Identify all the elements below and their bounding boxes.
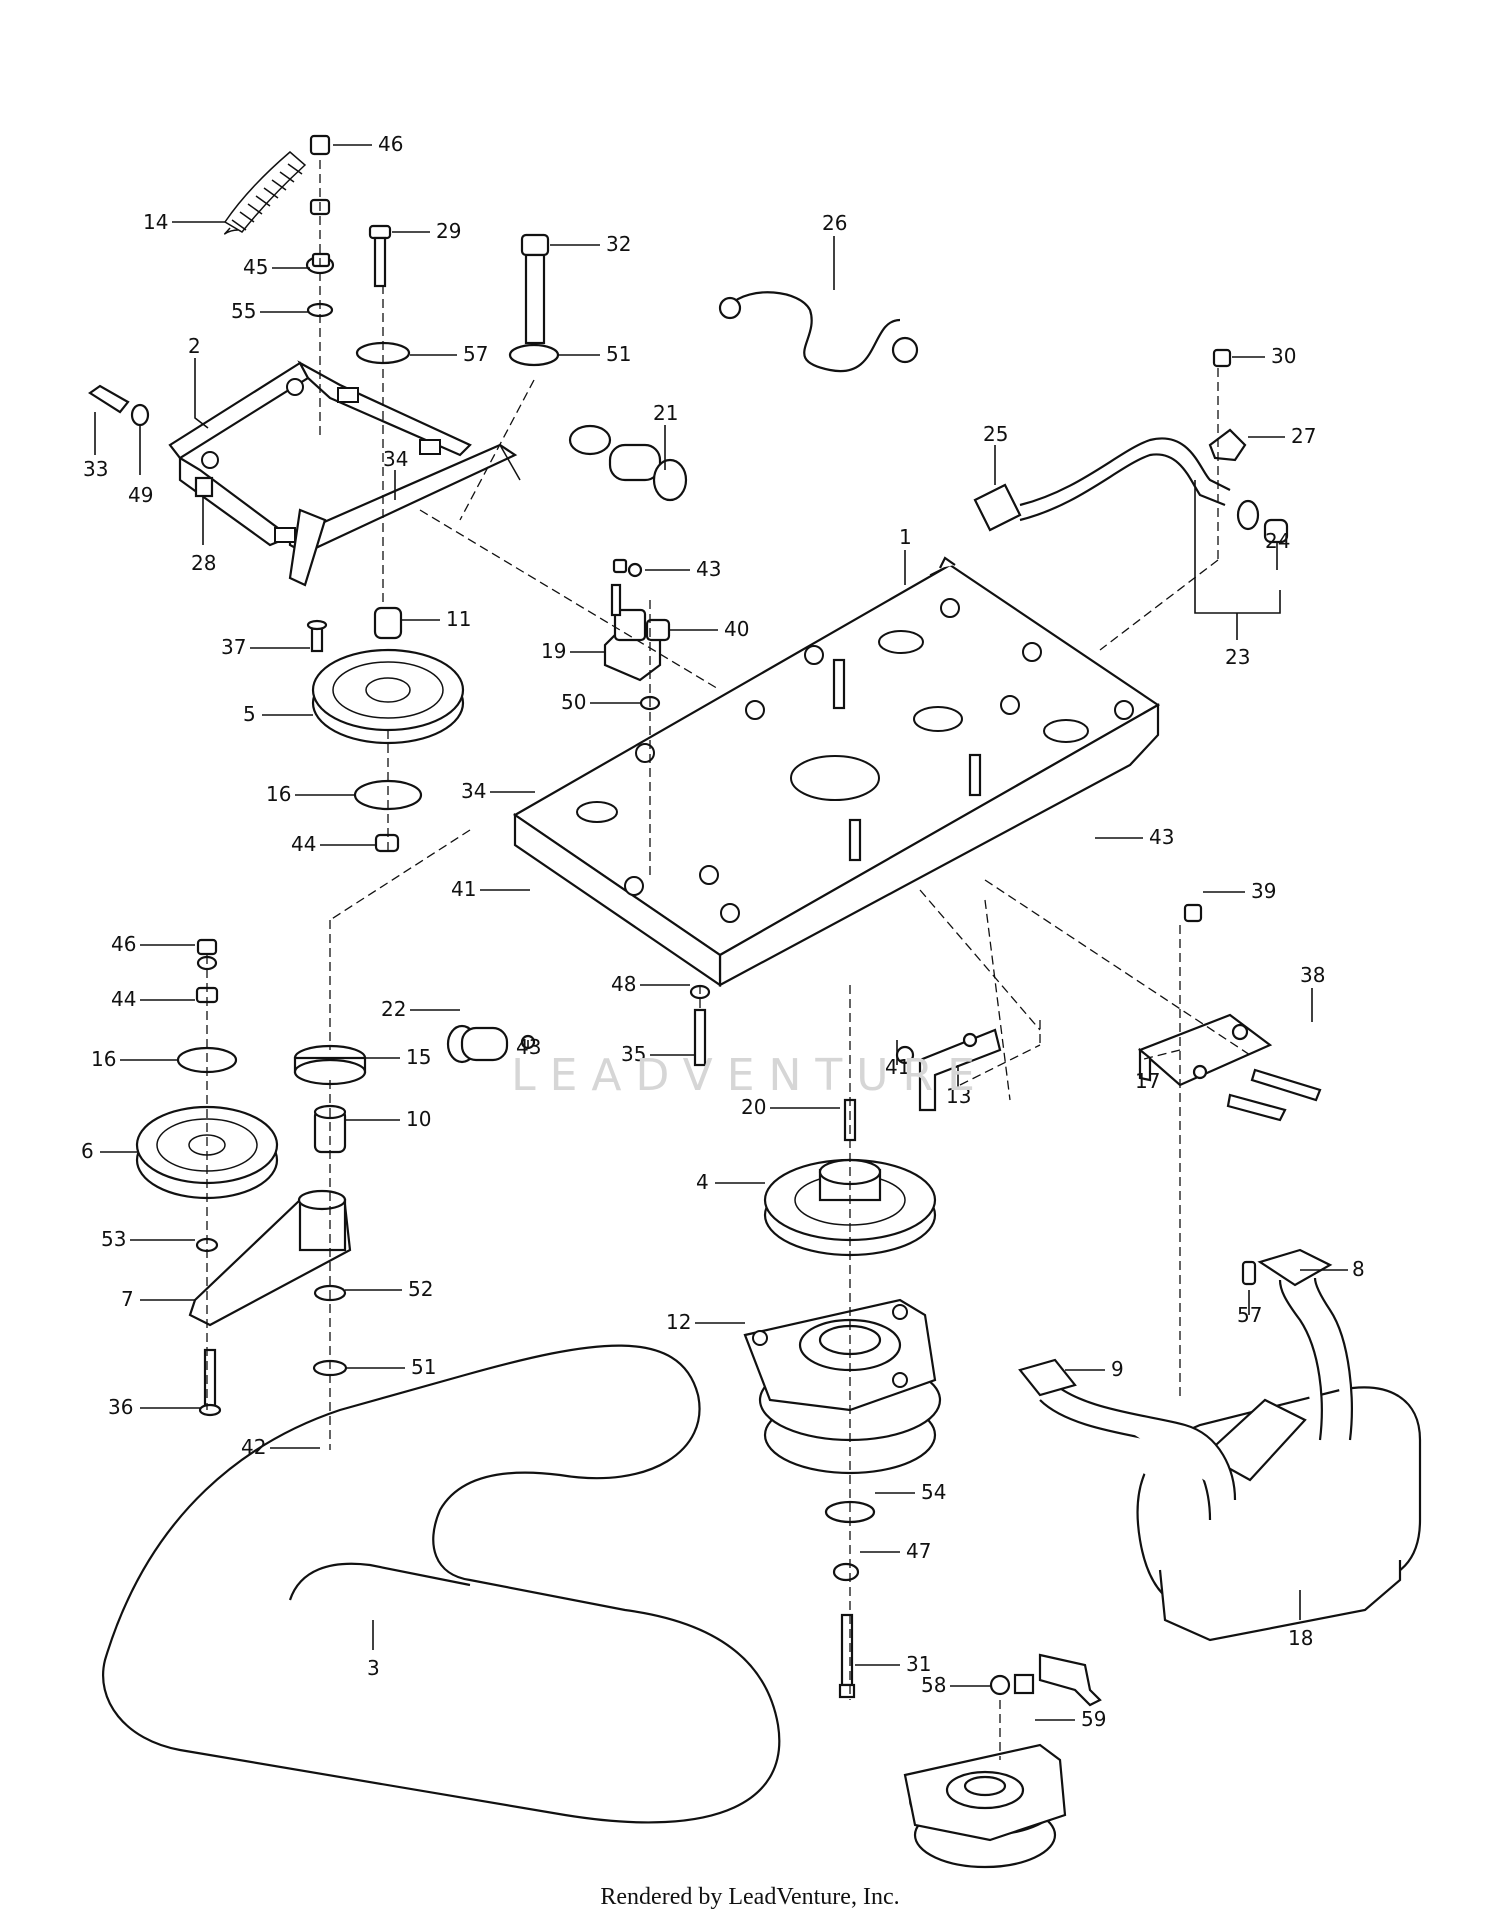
callout-24: 24 <box>1265 529 1290 553</box>
callout-50: 50 <box>561 690 586 714</box>
callout-15: 15 <box>406 1045 431 1069</box>
callout-43c: 43 <box>516 1035 541 1059</box>
callout-28: 28 <box>191 551 216 575</box>
callout-19: 19 <box>541 639 566 663</box>
callout-34: 34 <box>383 447 408 471</box>
idler-pulley-5 <box>306 606 465 853</box>
clutch-bracket <box>903 1653 1102 1869</box>
battery-cable <box>729 291 901 373</box>
callout-39: 39 <box>1251 879 1276 903</box>
callout-5: 5 <box>243 702 256 726</box>
callout-40: 40 <box>724 617 749 641</box>
callout-36: 36 <box>108 1395 133 1419</box>
electric-clutch <box>743 1298 942 1699</box>
callout-41b: 41 <box>885 1055 910 1079</box>
fuel-line <box>973 348 1289 544</box>
callout-29: 29 <box>436 219 461 243</box>
bolt-33 <box>88 384 150 427</box>
callout-45: 45 <box>243 255 268 279</box>
callout-4: 4 <box>696 1170 709 1194</box>
callout-13: 13 <box>946 1084 971 1108</box>
callout-10: 10 <box>406 1107 431 1131</box>
callout-51b: 51 <box>411 1355 436 1379</box>
callout-58: 58 <box>921 1673 946 1697</box>
callout-38: 38 <box>1300 963 1325 987</box>
callout-54: 54 <box>921 1480 946 1504</box>
callout-41: 41 <box>451 877 476 901</box>
callout-59: 59 <box>1081 1707 1106 1731</box>
callout-9: 9 <box>1111 1357 1124 1381</box>
callout-46b: 46 <box>111 932 136 956</box>
callout-26: 26 <box>822 211 847 235</box>
callout-49: 49 <box>128 483 153 507</box>
bolt-32 <box>508 233 560 367</box>
callout-16b: 16 <box>91 1047 116 1071</box>
callout-6: 6 <box>81 1139 94 1163</box>
assembly-guide-lines <box>206 160 1251 1760</box>
watermark: LEADVENTURE <box>511 1050 989 1101</box>
callout-55: 55 <box>231 299 256 323</box>
callout-48: 48 <box>611 972 636 996</box>
callout-32: 32 <box>606 232 631 256</box>
callout-37: 37 <box>221 635 246 659</box>
callout-46: 46 <box>378 132 403 156</box>
bolt-29 <box>355 224 411 365</box>
callout-11: 11 <box>446 607 471 631</box>
footer-credit: Rendered by LeadVenture, Inc. <box>600 1884 900 1910</box>
callout-labels: 46 14 45 29 32 26 55 57 51 2 33 49 34 28… <box>81 132 1365 1731</box>
callout-43b: 43 <box>1149 825 1174 849</box>
callout-23: 23 <box>1225 645 1250 669</box>
solenoid <box>603 558 671 711</box>
callout-33: 33 <box>83 457 108 481</box>
bracket-17 <box>1137 903 1322 1122</box>
callout-14: 14 <box>143 210 168 234</box>
callout-52: 52 <box>408 1277 433 1301</box>
callout-51: 51 <box>606 342 631 366</box>
engine-mount-plate <box>512 556 1161 988</box>
muffler <box>1018 1248 1422 1642</box>
callout-27: 27 <box>1291 424 1316 448</box>
callout-22: 22 <box>381 997 406 1021</box>
engine-pulley-4 <box>689 984 937 1257</box>
callout-31: 31 <box>906 1652 931 1676</box>
callout-43: 43 <box>696 557 721 581</box>
callout-18: 18 <box>1288 1626 1313 1650</box>
callout-53: 53 <box>101 1227 126 1251</box>
callout-17: 17 <box>1135 1069 1160 1093</box>
drive-belt <box>102 1344 781 1824</box>
callout-21: 21 <box>653 401 678 425</box>
fitting-21 <box>568 424 688 502</box>
callout-30: 30 <box>1271 344 1296 368</box>
callout-42: 42 <box>241 1435 266 1459</box>
callout-47: 47 <box>906 1539 931 1563</box>
stacked-nut-46 <box>305 134 335 318</box>
spring <box>223 151 307 235</box>
callout-16: 16 <box>266 782 291 806</box>
idler-bracket <box>168 360 521 587</box>
callout-57b: 57 <box>1237 1303 1262 1327</box>
callout-12: 12 <box>666 1310 691 1334</box>
callout-3: 3 <box>367 1656 380 1680</box>
callout-8: 8 <box>1352 1257 1365 1281</box>
fitting-22 <box>446 1024 536 1064</box>
callout-35: 35 <box>621 1042 646 1066</box>
callout-34b: 34 <box>461 779 486 803</box>
callout-25: 25 <box>983 422 1008 446</box>
callout-1: 1 <box>899 525 912 549</box>
callout-44b: 44 <box>111 987 136 1011</box>
callout-44: 44 <box>291 832 316 856</box>
bracket-13 <box>895 1028 1002 1112</box>
callout-2: 2 <box>188 334 201 358</box>
callout-7: 7 <box>121 1287 134 1311</box>
callout-57: 57 <box>463 342 488 366</box>
callout-20: 20 <box>741 1095 766 1119</box>
